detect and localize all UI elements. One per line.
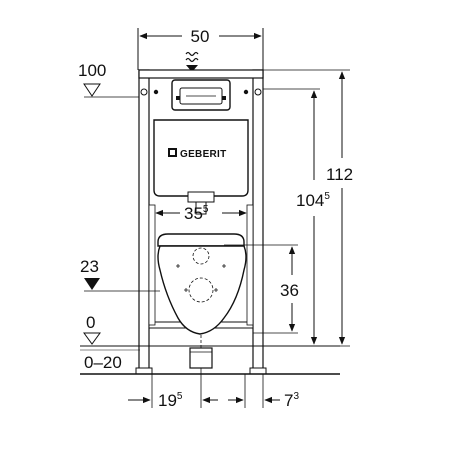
bolt-height-dimension: 36 — [224, 244, 299, 334]
geberit-logo-icon — [168, 148, 177, 157]
width-label: 50 — [191, 27, 210, 46]
drain-pipe — [189, 335, 213, 369]
bolt-spacing-dimension: 355 — [155, 204, 247, 223]
total-height-dimension: 112 — [263, 69, 353, 345]
flush-plate — [171, 79, 231, 111]
bottom-dimensions: 195 73 — [128, 368, 299, 410]
seat-height-marker: 23 — [80, 257, 160, 292]
logo-text: GEBERIT — [180, 149, 227, 160]
floor-level-marker: 0 — [83, 313, 101, 345]
frame-height-dimension: 1045 — [263, 88, 350, 347]
flush-height-label: 100 — [78, 61, 106, 80]
frame-height-label: 1045 — [296, 191, 330, 210]
floor-range-marker: 0–20 — [84, 353, 122, 372]
bolt-spacing-label: 355 — [184, 204, 209, 223]
water-inlet-icon — [185, 51, 199, 72]
total-height-label: 112 — [326, 165, 353, 184]
bolt-height-label: 36 — [280, 281, 299, 300]
flush-height-marker: 100 — [78, 61, 139, 98]
right-offset-label: 73 — [284, 391, 299, 410]
left-offset-label: 195 — [158, 391, 183, 410]
wc-bowl — [157, 233, 247, 335]
floor-level-label: 0 — [86, 313, 95, 332]
floor-range-label: 0–20 — [84, 353, 122, 372]
brand-logo: GEBERIT — [168, 148, 227, 160]
cistern — [153, 119, 249, 215]
seat-height-label: 23 — [80, 257, 99, 276]
width-dimension: 50 — [137, 27, 264, 70]
